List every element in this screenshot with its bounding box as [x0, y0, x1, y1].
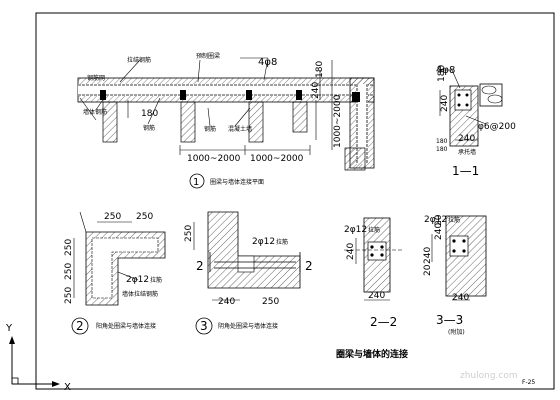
detail11-dim-180c: 180	[436, 146, 448, 153]
detail11-dim-240-side: 240	[458, 134, 475, 144]
detail11-stirrup: φ6@200	[478, 122, 516, 132]
detail-2-corner: 250 250 250 250 250 2φ12 拉筋 墙体拉结钢筋 2 阳角处…	[64, 211, 166, 335]
detail3-bar-suffix: 拉筋	[276, 238, 288, 246]
detail33-bar-suffix: 拉筋	[448, 216, 460, 224]
detail22-bar-label: 2φ12	[344, 225, 367, 235]
detail3-dim-240: 240	[218, 297, 235, 307]
detail1-dim-180-inner: 180	[141, 109, 158, 119]
detail1-dim-spacing-b: 1000~2000	[250, 154, 304, 164]
detail11-dim-240: 240	[440, 95, 450, 112]
detail11-dim-180: 180	[437, 65, 447, 82]
ucs-axis-icon	[9, 336, 60, 387]
detail3-bar-label: 2φ12	[252, 237, 275, 247]
detail2-bar-label: 2φ12	[126, 275, 149, 285]
detail1-dim-spacing-vertical: 1000~2000	[333, 94, 343, 148]
detail1-note-3: 墙体钢筋	[83, 108, 107, 116]
detail1-note-1: 拉结钢筋	[127, 56, 151, 64]
detail2-callout-circle	[71, 317, 89, 335]
detail11-note: 承托墙	[458, 148, 476, 156]
detail1-note-2: 钢筋网	[87, 74, 105, 82]
detail11-bar-label: 4φ8	[436, 65, 455, 76]
detail2-dim-250-right: 250	[136, 212, 153, 222]
detail22-dim-240: 240	[346, 243, 356, 260]
detail-1-plan: 4φ8 180 240 180 1000~2000 1000~2000 1000…	[77, 52, 375, 189]
detail33-callout: 3—3	[436, 313, 463, 327]
detail33-dim-240: 240	[434, 223, 444, 240]
detail1-note-6: 混凝土墙	[228, 125, 252, 133]
detail1-callout-number: 1	[193, 177, 199, 188]
sheet-number: F-25	[522, 379, 535, 386]
detail2-caption: 阳角处圈梁与墙体连接	[96, 322, 156, 330]
detail1-dim-240-right: 240	[311, 82, 321, 99]
detail11-callout: 1—1	[452, 164, 479, 178]
detail3-dim-250-left: 250	[184, 225, 194, 242]
detail2-callout-number: 2	[76, 319, 84, 333]
detail1-note-0: 预制圈梁	[196, 52, 220, 60]
detail22-callout: 2—2	[370, 315, 397, 329]
detail1-bar-label: 4φ8	[258, 57, 277, 68]
detail1-dim-180-right: 180	[315, 61, 325, 78]
detail-3-3-section: 2φ12 拉筋 240 20 240 20 240 3—3 (附加)	[423, 214, 487, 336]
detail33-dim-20: 20	[434, 214, 444, 226]
detail1-note-4: 钢筋	[143, 124, 155, 132]
detail33-bar-label: 2φ12	[424, 215, 447, 225]
detail2-dim-250-top: 250	[104, 212, 121, 222]
watermark-text: zhulong.com	[460, 371, 518, 381]
detail-3-inner-corner: 250 250 240 2φ12 拉筋 2 2 3 阴角处圈梁与墙体连接	[184, 211, 313, 335]
detail33-dim-240-bottom: 240	[452, 293, 469, 303]
detail11-dim-180b: 180	[436, 138, 448, 145]
detail1-caption: 圈梁与墙体连接平面	[210, 178, 264, 186]
detail3-dim-250-bottom: 250	[262, 297, 279, 307]
detail3-section-right: 2	[305, 259, 313, 273]
detail2-dim-250-left-b: 250	[64, 263, 74, 280]
axis-y-label: Y	[5, 323, 13, 334]
detail2-dim-250-left-a: 250	[64, 239, 74, 256]
detail3-caption: 阴角处圈梁与墙体连接	[218, 322, 278, 330]
detail2-note: 墙体拉结钢筋	[122, 290, 158, 298]
detail33-sub: (附加)	[448, 328, 465, 336]
detail2-bar-suffix: 拉筋	[150, 276, 162, 284]
detail3-section-left: 2	[196, 259, 204, 273]
detail1-callout-circle	[189, 173, 205, 189]
axis-x-label: X	[64, 382, 71, 393]
detail-2-2-section: 2φ12 拉筋 240 240 2—2	[344, 217, 404, 329]
detail2-dim-250-left-c: 250	[64, 287, 74, 304]
detail1-dim-spacing-a: 1000~2000	[187, 154, 241, 164]
detail22-dim-240-bottom: 240	[368, 291, 385, 301]
detail3-callout-number: 3	[200, 319, 208, 333]
detail1-note-5: 钢筋	[204, 125, 216, 133]
detail3-callout-circle	[195, 317, 213, 335]
detail33-dim-240-side: 240	[423, 247, 433, 264]
detail-1-1-section: 4φ8 φ6@200 240 240 180 180 180 承托墙 1—1	[436, 65, 516, 178]
detail33-dim-20-side: 20	[423, 264, 433, 276]
drawing-title: 圈梁与墙体的连接	[336, 348, 408, 360]
drawing-frame	[35, 12, 555, 390]
detail22-bar-suffix: 拉筋	[368, 226, 380, 234]
